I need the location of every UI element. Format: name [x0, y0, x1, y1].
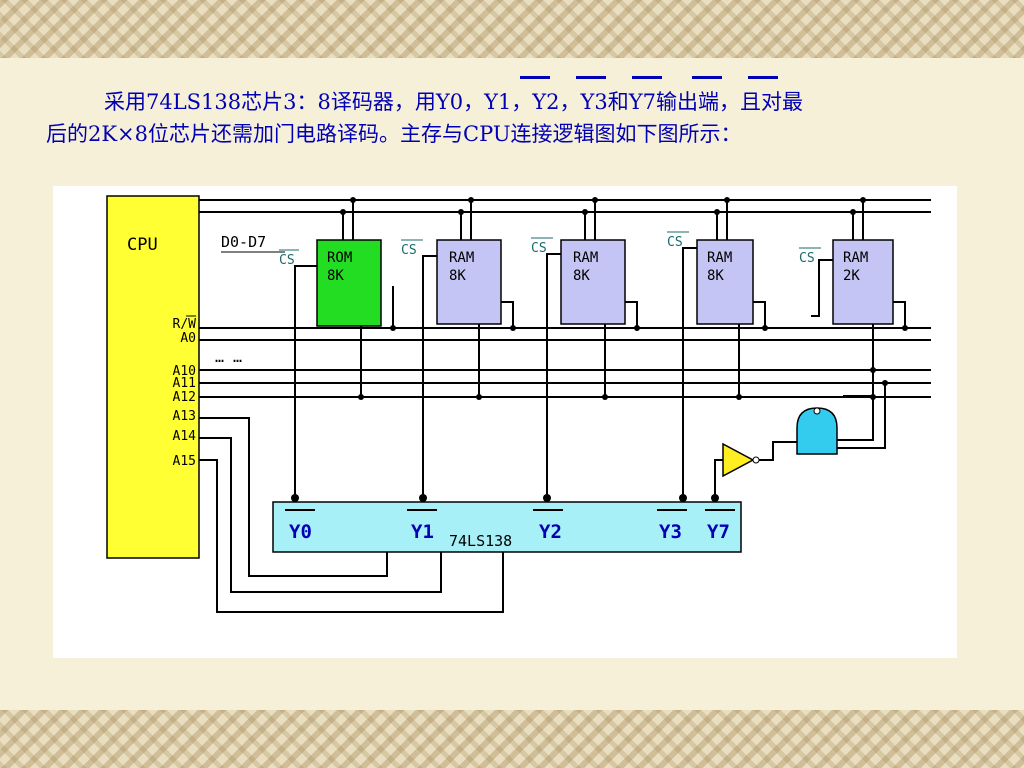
address-ellipsis: … … — [215, 348, 242, 366]
slide-text: 采用74LS138芯片3：8译码器，用Y0，Y1，Y2，Y3和Y7输出端，且对最… — [46, 86, 986, 150]
ram3-cs-label: CS — [667, 235, 683, 250]
chip-ram-8k-1: RAM 8K CS — [401, 239, 502, 325]
nand-wiring — [757, 370, 886, 461]
ram-chip-type: RAM — [843, 250, 868, 266]
chip-wiring — [294, 200, 906, 498]
ram-chip-body — [436, 239, 502, 325]
overline-y1 — [576, 76, 606, 79]
overline-y3 — [692, 76, 722, 79]
overline-y2 — [632, 76, 662, 79]
ram4-cs-label: CS — [799, 251, 815, 266]
rom-chip-body — [316, 239, 382, 327]
rom-chip-size: 8K — [327, 268, 344, 284]
chip-ram-8k-2: RAM 8K CS — [531, 237, 626, 325]
chip-ram-8k-3: RAM 8K CS — [667, 231, 754, 325]
decoder-output-y0: Y0 — [289, 521, 312, 543]
address-control-lines — [199, 327, 931, 398]
pin-a15: A15 — [173, 454, 196, 469]
overline-y0 — [520, 76, 550, 79]
pin-a13: A13 — [173, 409, 196, 424]
cpu-label: CPU — [127, 235, 158, 255]
inverter-body — [722, 442, 755, 478]
data-bus-label: D0-D7 — [221, 233, 266, 251]
chip-ram-2k: RAM 2K CS — [799, 239, 894, 325]
pin-a12: A12 — [173, 390, 196, 405]
nand-gate — [796, 407, 838, 455]
pin-a11: A11 — [173, 376, 196, 391]
pin-rw: R/W — [173, 317, 197, 332]
ram-chip-size: 8K — [573, 268, 590, 284]
decorative-border-top — [0, 0, 1024, 58]
ram-chip-size: 2K — [843, 268, 860, 284]
circuit-diagram: CPU R/W A0 A10 A11 A12 A13 A14 A15 D0-D7… — [106, 195, 931, 613]
decoder-output-y1: Y1 — [411, 521, 434, 543]
pin-a10: A10 — [173, 364, 196, 379]
data-bus — [199, 199, 931, 213]
slide-text-line-2: 后的2K×8位芯片还需加门电路译码。主存与CPU连接逻辑图如下图所示： — [46, 122, 742, 146]
decoder-output-y3: Y3 — [659, 521, 682, 543]
circuit-diagram-panel: CPU R/W A0 A10 A11 A12 A13 A14 A15 D0-D7… — [53, 186, 957, 658]
nand-gate-body — [796, 407, 838, 455]
ram2-cs-label: CS — [531, 241, 547, 256]
ram-chip-type: RAM — [449, 250, 474, 266]
inverter-output-wire — [714, 459, 723, 498]
inverter-gate — [722, 442, 760, 478]
decoder-input-wiring — [199, 417, 504, 613]
ram-chip-body — [696, 239, 754, 325]
pin-a0: A0 — [180, 331, 196, 346]
rom-cs-label: CS — [279, 253, 295, 268]
ram1-cs-label: CS — [401, 243, 417, 258]
ram-chip-body — [560, 239, 626, 325]
ram-chip-size: 8K — [707, 268, 724, 284]
chip-rom-8k: ROM 8K CS — [279, 239, 382, 327]
decoder-output-y7: Y7 — [707, 521, 730, 543]
cpu-block — [106, 195, 200, 559]
decoder-label: 74LS138 — [449, 532, 512, 550]
slide-text-line-1: 采用74LS138芯片3：8译码器，用Y0，Y1，Y2，Y3和Y7输出端，且对最 — [104, 90, 803, 114]
decoder-outputs: Y0 Y1 Y2 Y3 Y7 — [285, 509, 735, 543]
overline-y7 — [748, 76, 778, 79]
ram-chip-type: RAM — [573, 250, 598, 266]
decoder-output-y2: Y2 — [539, 521, 562, 543]
ram-chip-size: 8K — [449, 268, 466, 284]
ram-chip-type: RAM — [707, 250, 732, 266]
rom-chip-type: ROM — [327, 250, 352, 266]
junction-dots — [291, 197, 908, 502]
pin-a14: A14 — [173, 429, 197, 444]
decorative-border-bottom — [0, 710, 1024, 768]
